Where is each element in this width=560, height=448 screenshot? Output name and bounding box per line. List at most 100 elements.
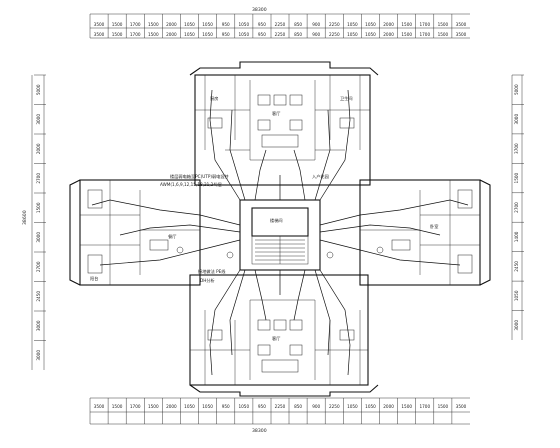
dimension-label: 1500 xyxy=(438,22,449,27)
dimension-label: 3000 xyxy=(514,320,519,331)
dimension-label: 1050 xyxy=(238,32,249,37)
dimension-label: 1050 xyxy=(202,32,213,37)
dimension-label: 950 xyxy=(258,22,266,27)
dimension-label: 2000 xyxy=(383,22,394,27)
dimension-label: 3000 xyxy=(36,320,41,331)
bottom-total-dimension: 38300 xyxy=(252,428,267,434)
room-label-kitchen: 厨房 xyxy=(210,95,218,102)
dimension-label: 850 xyxy=(294,22,302,27)
note-line-1: 楼层弱电箱至PC(UTP)弱电竖井 xyxy=(170,173,229,180)
dimension-label: 2250 xyxy=(275,404,286,409)
dimension-label: 2000 xyxy=(166,404,177,409)
dimension-label: 850 xyxy=(294,32,302,37)
interior-partitions xyxy=(80,75,480,385)
dimension-label: 3500 xyxy=(456,404,467,409)
dimension-label: 1500 xyxy=(148,32,159,37)
dimension-label: 1700 xyxy=(130,22,141,27)
room-label-bedroom: 卧室 xyxy=(430,223,438,230)
dimension-label: 1050 xyxy=(238,404,249,409)
dimension-label: 2700 xyxy=(514,202,519,213)
room-label-living-top: 客厅 xyxy=(272,110,280,117)
dimension-label: 1050 xyxy=(184,32,195,37)
dimension-label: 1500 xyxy=(36,202,41,213)
dimension-label: 950 xyxy=(222,404,230,409)
dimension-label: 2250 xyxy=(329,22,340,27)
dimension-label: 1500 xyxy=(112,32,123,37)
dimension-label: 850 xyxy=(294,404,302,409)
room-labels: 楼梯间 客厅 客厅 餐厅 卧室 厨房 卫生间 阳台 入户花园 xyxy=(90,95,438,342)
dimension-label: 1700 xyxy=(419,32,430,37)
room-label-stair: 楼梯间 xyxy=(270,217,283,224)
dimension-label: 2700 xyxy=(36,173,41,184)
bottom-dimensions: 38300 3500 1500 1700 1500 2000 1050 1050 950 105… xyxy=(89,397,470,434)
dimension-label: 1500 xyxy=(401,404,412,409)
dimension-label: 1050 xyxy=(238,22,249,27)
dimension-label: 900 xyxy=(312,32,320,37)
dimension-label: 3500 xyxy=(94,404,105,409)
dimension-label: 1500 xyxy=(438,32,449,37)
dimension-label: 2700 xyxy=(36,261,41,272)
furniture xyxy=(87,94,473,373)
dimension-label: 1700 xyxy=(130,404,141,409)
top-total-dimension: 38300 xyxy=(252,7,267,13)
dimension-label: 1050 xyxy=(365,32,376,37)
left-total-dimension: 38600 xyxy=(22,210,28,225)
dimension-label: 3500 xyxy=(456,32,467,37)
dimension-label: 5000 xyxy=(514,84,519,95)
room-label-entry: 入户花园 xyxy=(312,173,329,180)
dimension-label: 1050 xyxy=(347,22,358,27)
room-label-dining: 餐厅 xyxy=(168,233,176,240)
dimension-label: 1050 xyxy=(347,32,358,37)
dimension-label: 1500 xyxy=(112,404,123,409)
dimension-label: 1500 xyxy=(148,404,159,409)
dimension-label: 1500 xyxy=(112,22,123,27)
dimension-label: 2250 xyxy=(275,22,286,27)
dimension-label: 1700 xyxy=(419,22,430,27)
dimension-label: 950 xyxy=(222,22,230,27)
dimension-label: 3700 xyxy=(514,143,519,154)
room-label-balcony: 阳台 xyxy=(90,275,98,282)
wiring xyxy=(91,89,469,376)
dimension-label: 1400 xyxy=(514,231,519,242)
dimension-label: 1700 xyxy=(419,404,430,409)
dimension-label: 2450 xyxy=(514,261,519,272)
dimension-label: 5000 xyxy=(36,84,41,95)
dimension-label: 950 xyxy=(258,32,266,37)
note-line-3: 接地做法 PE线 xyxy=(198,268,226,275)
dimension-label: 2000 xyxy=(166,22,177,27)
dimension-label: 900 xyxy=(312,404,320,409)
room-label-living-bottom: 客厅 xyxy=(272,335,280,342)
dimension-label: 1500 xyxy=(401,32,412,37)
dimension-label: 1500 xyxy=(514,172,519,183)
dimension-label: 2000 xyxy=(383,404,394,409)
dimension-label: 3000 xyxy=(36,350,41,361)
dimension-label: 1050 xyxy=(347,404,358,409)
dimension-label: 1050 xyxy=(365,404,376,409)
dimension-label: 1050 xyxy=(202,22,213,27)
dimension-label: 2250 xyxy=(329,404,340,409)
top-dimensions: 38300 3500 1500 1700 1500 2000 1050 1050 950 105… xyxy=(89,7,470,39)
dimension-label: 2250 xyxy=(275,32,286,37)
dimension-label: 3000 xyxy=(36,114,41,125)
dimension-label: 3000 xyxy=(514,114,519,125)
note-line-2: AWM(1,6,9,12,15,18,21,24)层 xyxy=(160,182,222,188)
dimension-label: 1050 xyxy=(365,22,376,27)
dimension-label: 1500 xyxy=(438,404,449,409)
dimension-label: 1500 xyxy=(401,22,412,27)
dimension-label: 950 xyxy=(222,32,230,37)
dimension-label: 2450 xyxy=(36,291,41,302)
top-dimension-row-1: 3500 1500 1700 1500 2000 1050 1050 950 1050 950 22… xyxy=(89,14,467,38)
dimension-label: 900 xyxy=(312,22,320,27)
dimension-label: 3500 xyxy=(94,22,105,27)
dimension-label: 2250 xyxy=(329,32,340,37)
dimension-label: 1050 xyxy=(202,404,213,409)
dimension-label: 2000 xyxy=(36,143,41,154)
dimension-label: 1050 xyxy=(184,404,195,409)
dimension-label: 1050 xyxy=(184,22,195,27)
note-line-4: DH分析 xyxy=(200,277,215,284)
dimension-label: 2000 xyxy=(383,32,394,37)
